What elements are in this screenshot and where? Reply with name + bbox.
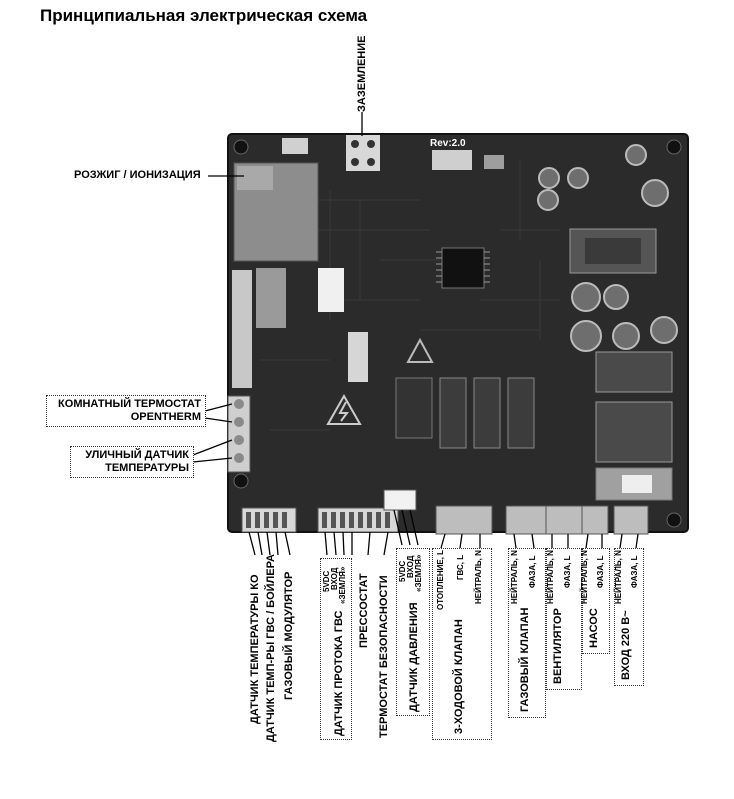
outdoor-sensor-line2: ТЕМПЕРАТУРЫ bbox=[105, 462, 189, 474]
pressure-sensor-label: ДАТЧИК ДАВЛЕНИЯ bbox=[408, 602, 420, 712]
sensor-dhw-label: ДАТЧИК ТЕМП-РЫ ГВС / БОЙЛЕРА bbox=[265, 554, 277, 742]
connector-xn2 bbox=[432, 150, 472, 170]
flow-ground-label: «ЗЕМЛЯ» bbox=[338, 566, 347, 604]
valve-neutral-label: НЕЙТРАЛЬ, N bbox=[474, 550, 483, 604]
relay bbox=[507, 377, 535, 449]
room-thermostat-box: КОМНАТНЫЙ ТЕРМОСТАТ OPENTHERM bbox=[46, 395, 206, 427]
capacitor bbox=[625, 144, 647, 166]
capacitor bbox=[571, 282, 601, 312]
input-220-label: ВХОД 220 В~ bbox=[620, 610, 632, 680]
input-220-box bbox=[614, 548, 644, 686]
fan-phase-label: ФАЗА, L bbox=[563, 555, 572, 588]
gas-neutral-label: НЕЙТРАЛЬ, N bbox=[510, 550, 519, 604]
esd-sensitive-icon bbox=[406, 337, 434, 363]
fan-neutral-label: НЕЙТРАЛЬ, N bbox=[546, 550, 555, 604]
connector-bottom-fan bbox=[545, 505, 583, 535]
safety-thermostat-label: ТЕРМОСТАТ БЕЗОПАСНОСТИ bbox=[378, 575, 390, 738]
pump-label: НАСОС bbox=[588, 608, 600, 648]
capacitor bbox=[570, 320, 602, 352]
connector-xn3 bbox=[232, 270, 252, 388]
mount-hole bbox=[233, 473, 249, 489]
connector-jp2 bbox=[282, 138, 308, 154]
board-revision: Rev:2.0 bbox=[430, 138, 466, 149]
room-thermostat-line1: КОМНАТНЫЙ ТЕРМОСТАТ bbox=[58, 398, 201, 410]
microcontroller-chip bbox=[441, 247, 485, 289]
sensor-ko-label: ДАТЧИК ТЕМПЕРАТУРЫ КО bbox=[249, 574, 261, 724]
connector-bottom-input bbox=[613, 505, 649, 535]
capacitor bbox=[612, 322, 640, 350]
outdoor-sensor-box: УЛИЧНЫЙ ДАТЧИК ТЕМПЕРАТУРЫ bbox=[70, 446, 194, 478]
connector-bottom-pressure bbox=[383, 489, 417, 511]
pump-phase-label: ФАЗА, L bbox=[596, 555, 605, 588]
in-phase-label: ФАЗА, L bbox=[630, 555, 639, 588]
transformer bbox=[595, 351, 673, 393]
valve-dhw-label: ГВС, L bbox=[456, 554, 465, 580]
fan-box bbox=[546, 548, 582, 690]
side-terminal-block bbox=[227, 395, 251, 473]
in-neutral-label: НЕЙТРАЛЬ, N bbox=[614, 550, 623, 604]
flow-sensor-box bbox=[320, 558, 352, 740]
pressostat-label: ПРЕССОСТАТ bbox=[358, 573, 370, 648]
three-way-valve-label: 3-ХОДОВОЙ КЛАПАН bbox=[453, 619, 465, 734]
gas-valve-label: ГАЗОВЫЙ КЛАПАН bbox=[519, 607, 531, 713]
pump-neutral-label: НЕЙТРАЛЬ, N bbox=[580, 550, 589, 604]
capacitor bbox=[650, 316, 678, 344]
capacitor bbox=[537, 189, 559, 211]
press-ground-label: «ЗЕМЛЯ» bbox=[414, 554, 423, 592]
flow-sensor-label: ДАТЧИК ПРОТОКА ГВС bbox=[333, 610, 345, 736]
mount-hole bbox=[666, 512, 682, 528]
page-title: Принципиальная электрическая схема bbox=[40, 6, 368, 25]
high-voltage-warning-icon bbox=[326, 393, 362, 425]
room-thermostat-line2: OPENTHERM bbox=[130, 411, 201, 423]
gas-modulator-label: ГАЗОВЫЙ МОДУЛЯТОР bbox=[283, 571, 295, 700]
gas-valve-box bbox=[508, 548, 546, 718]
capacitor bbox=[567, 167, 589, 189]
grounding-connector bbox=[346, 135, 380, 171]
relay bbox=[473, 377, 501, 449]
grounding-label: ЗАЗЕМЛЕНИЕ bbox=[356, 35, 368, 112]
three-way-valve-box bbox=[432, 548, 492, 740]
relay bbox=[439, 377, 467, 449]
mount-hole bbox=[666, 139, 682, 155]
outdoor-sensor-line1: УЛИЧНЫЙ ДАТЧИК bbox=[85, 449, 189, 461]
connector-bottom-gas bbox=[505, 505, 547, 535]
gas-phase-label: ФАЗА, L bbox=[528, 555, 537, 588]
mount-hole bbox=[233, 139, 249, 155]
capacitor bbox=[603, 284, 629, 310]
connector-bottom-pump bbox=[581, 505, 609, 535]
fan-label: ВЕНТИЛЯТОР bbox=[552, 608, 564, 684]
capacitor bbox=[538, 167, 560, 189]
pressure-sensor-box bbox=[396, 548, 430, 716]
connector-bottom-valve bbox=[435, 505, 493, 535]
valve-heating-label: ОТОПЛЕНИЕ, L bbox=[436, 549, 445, 610]
pump-box bbox=[582, 548, 610, 654]
connector-4pin bbox=[348, 332, 368, 382]
capacitor bbox=[641, 179, 669, 207]
ignition-label: РОЗЖИГ / ИОНИЗАЦИЯ bbox=[74, 169, 201, 181]
